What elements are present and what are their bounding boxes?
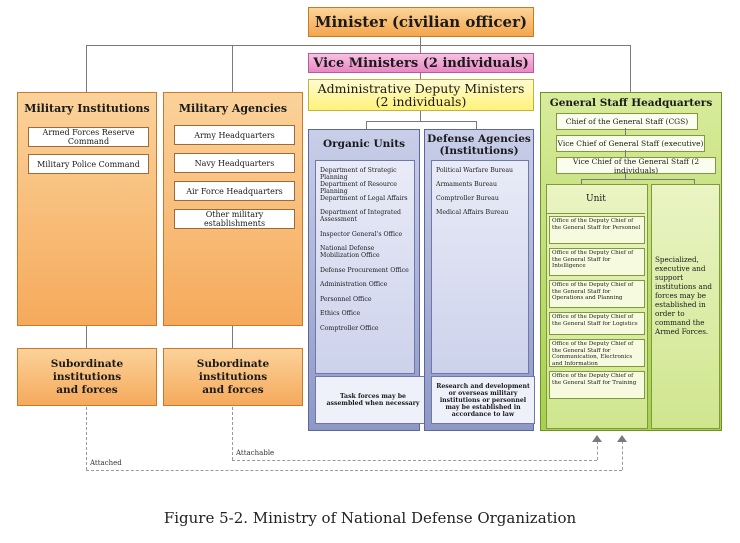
connector-cgs-vice	[625, 128, 626, 135]
military-agencies-item: Navy Headquarters	[174, 153, 295, 173]
mil-agency-subordinate-box: Subordinate institutions and forces	[163, 348, 303, 406]
connector-specialized-drop	[694, 179, 695, 184]
unit-column: Unit Office of the Deputy Chief of the G…	[546, 184, 648, 429]
specialized-text: Specialized, executive and support insti…	[655, 255, 712, 336]
attached-line-right	[622, 441, 623, 470]
attached-line-bottom	[86, 470, 622, 471]
mil-agency-subordinate-line2: and forces	[202, 383, 264, 396]
attachable-label: Attachable	[236, 449, 275, 457]
attachable-line-right	[597, 441, 598, 460]
connector-top-bus	[86, 45, 631, 46]
admin-deputy-line1: Administrative Deputy Ministers	[317, 81, 525, 96]
deputy-chief-office: Office of the Deputy Chief of the Genera…	[549, 339, 645, 367]
connector-mil-agency-drop	[232, 45, 233, 92]
general-staff-panel: General Staff Headquarters Chief of the …	[540, 92, 722, 431]
organic-units-note: Task forces may be assembled when necess…	[315, 376, 431, 424]
attached-line-left	[86, 407, 87, 470]
defense-agencies-title-line2: (Institutions)	[439, 145, 519, 157]
connector-organic-drop	[366, 121, 367, 129]
organic-unit-item: Administration Office	[320, 281, 388, 288]
admin-deputy-box: Administrative Deputy Ministers (2 indiv…	[308, 79, 534, 111]
organic-units-panel: Organic Units Department of Strategic Pl…	[308, 129, 431, 431]
minister-label: Minister (civilian officer)	[314, 13, 528, 31]
unit-label: Unit	[547, 185, 645, 214]
connector-admin-bus	[366, 121, 476, 122]
deputy-chief-office: Office of the Deputy Chief of the Genera…	[549, 371, 645, 399]
connector-vice2-down	[625, 172, 626, 179]
organic-unit-item: Department of Integrated Assessment	[320, 209, 401, 223]
attachable-line-bottom	[232, 460, 597, 461]
connector-mil-inst-drop	[86, 45, 87, 92]
military-agencies-item: Army Headquarters	[174, 125, 295, 145]
organic-units-list: Department of Strategic Planning Departm…	[315, 160, 415, 374]
organic-unit-item: Personnel Office	[320, 296, 372, 303]
deputy-chief-office: Office of the Deputy Chief of the Genera…	[549, 312, 645, 335]
admin-deputy-line2: (2 individuals)	[375, 94, 467, 109]
mil-inst-subordinate-line2: and forces	[56, 383, 118, 396]
military-institutions-title: Military Institutions	[24, 102, 150, 115]
defense-agencies-note: Research and development or overseas mil…	[431, 376, 535, 424]
connector-admin-down	[420, 111, 421, 121]
mil-inst-subordinate-line1: Subordinate institutions	[50, 357, 124, 383]
defense-agency-item: Medical Affairs Bureau	[436, 209, 509, 216]
connector-gs-drop	[630, 45, 631, 92]
vice-ministers-box: Vice Ministers (2 individuals)	[308, 53, 534, 73]
defense-agencies-list: Political Warfare Bureau Armaments Burea…	[431, 160, 529, 374]
specialized-column: Specialized, executive and support insti…	[651, 184, 720, 429]
military-institutions-panel: Military Institutions Armed Forces Reser…	[17, 92, 157, 326]
deputy-chief-office: Office of the Deputy Chief of the Genera…	[549, 216, 645, 244]
organic-unit-item: Defense Procurement Office	[320, 267, 409, 274]
connector-vice-vice2	[625, 150, 626, 157]
cgs-box: Chief of the General Staff (CGS)	[556, 113, 698, 130]
attachable-arrow-icon	[592, 435, 602, 442]
military-institutions-item: Military Police Command	[28, 154, 149, 174]
minister-box: Minister (civilian officer)	[308, 7, 534, 37]
connector-unit-drop	[581, 179, 582, 184]
organic-unit-item: Department of Legal Affairs	[320, 195, 408, 202]
defense-agency-item: Comptroller Bureau	[436, 195, 499, 202]
attachable-line-left	[232, 407, 233, 460]
defense-agencies-title-line1: Defense Agencies	[427, 133, 531, 145]
defense-agencies-panel: Defense Agencies (Institutions) Politica…	[424, 129, 535, 431]
military-institutions-item: Armed Forces Reserve Command	[28, 127, 149, 147]
attached-label: Attached	[90, 459, 122, 467]
mil-inst-subordinate-box: Subordinate institutions and forces	[17, 348, 157, 406]
connector-gs-bus	[581, 179, 694, 180]
organic-unit-item: Ethics Office	[320, 310, 361, 317]
organic-units-title: Organic Units	[322, 138, 406, 150]
defense-agency-item: Armaments Bureau	[436, 181, 497, 188]
connector-mil-inst-sub	[86, 326, 87, 348]
deputy-chief-office: Office of the Deputy Chief of the Genera…	[549, 280, 645, 308]
general-staff-title: General Staff Headquarters	[549, 97, 713, 109]
organic-unit-item: Comptroller Office	[320, 325, 379, 332]
mil-agency-subordinate-line1: Subordinate institutions	[196, 357, 270, 383]
connector-defense-drop	[476, 121, 477, 129]
organic-unit-item: Department of Strategic Planning	[320, 167, 397, 181]
connector-vice-admin	[420, 73, 421, 79]
deputy-chief-office: Office of the Deputy Chief of the Genera…	[549, 248, 645, 276]
defense-agency-item: Political Warfare Bureau	[436, 167, 514, 174]
vice-chief-two-box: Vice Chief of the General Staff (2 indiv…	[556, 157, 716, 175]
military-agencies-panel: Military Agencies Army Headquarters Navy…	[163, 92, 303, 326]
vice-ministers-label: Vice Ministers (2 individuals)	[313, 55, 529, 71]
military-agencies-title: Military Agencies	[178, 102, 288, 115]
figure-caption: Figure 5-2. Ministry of National Defense…	[163, 509, 577, 527]
military-agencies-item: Other military establishments	[174, 209, 295, 229]
connector-mil-agency-sub	[232, 326, 233, 348]
organic-unit-item: Inspector General's Office	[320, 231, 403, 238]
organic-unit-item: Department of Resource Planning	[320, 181, 397, 195]
attached-arrow-icon	[617, 435, 627, 442]
vice-chief-executive-box: Vice Chief of General Staff (executive)	[556, 135, 705, 152]
organic-unit-item: National Defense Mobilization Office	[320, 245, 380, 259]
military-agencies-item: Air Force Headquarters	[174, 181, 295, 201]
